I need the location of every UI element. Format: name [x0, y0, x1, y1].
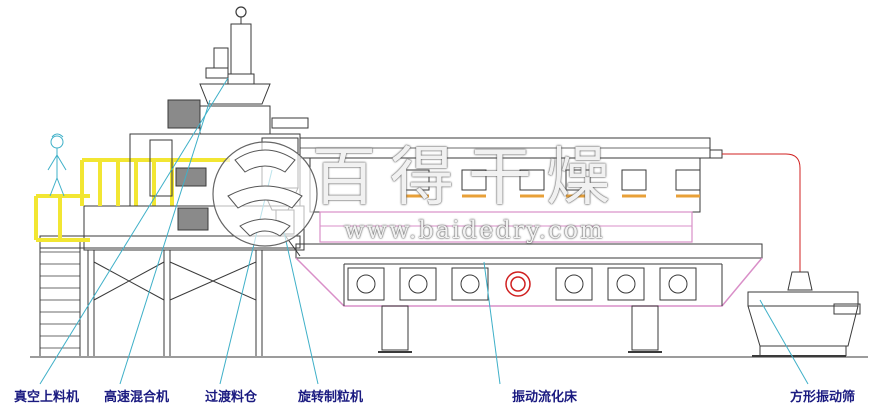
- yellow-handrail: [34, 158, 230, 242]
- watermark-url: www.baidedry.com: [344, 216, 605, 244]
- high-speed-mixer: [129, 99, 309, 231]
- label-rotary-granulator: 旋转制粒机: [298, 390, 364, 405]
- operator-figure: [47, 133, 67, 197]
- label-vibrating-fluid-bed: 振动流化床: [512, 390, 578, 405]
- label-square-vibrating-sieve: 方形振动筛: [790, 390, 856, 405]
- leader-lines: [39, 77, 809, 385]
- label-high-speed-mixer: 高速混合机: [104, 390, 170, 405]
- watermark-logo: [212, 141, 318, 247]
- exhaust-duct: [722, 153, 801, 272]
- air-chamber-portholes: [347, 267, 697, 301]
- label-transition-bin: 过渡料仓: [205, 390, 258, 405]
- hood-inlets: [404, 169, 701, 198]
- square-vibrating-sieve: [747, 271, 861, 357]
- vacuum-feeder: [199, 6, 271, 105]
- label-vacuum-feeder: 真空上料机: [14, 390, 80, 405]
- vibrating-fluid-bed: [295, 137, 763, 353]
- watermark-brand: 百得干燥: [312, 141, 624, 215]
